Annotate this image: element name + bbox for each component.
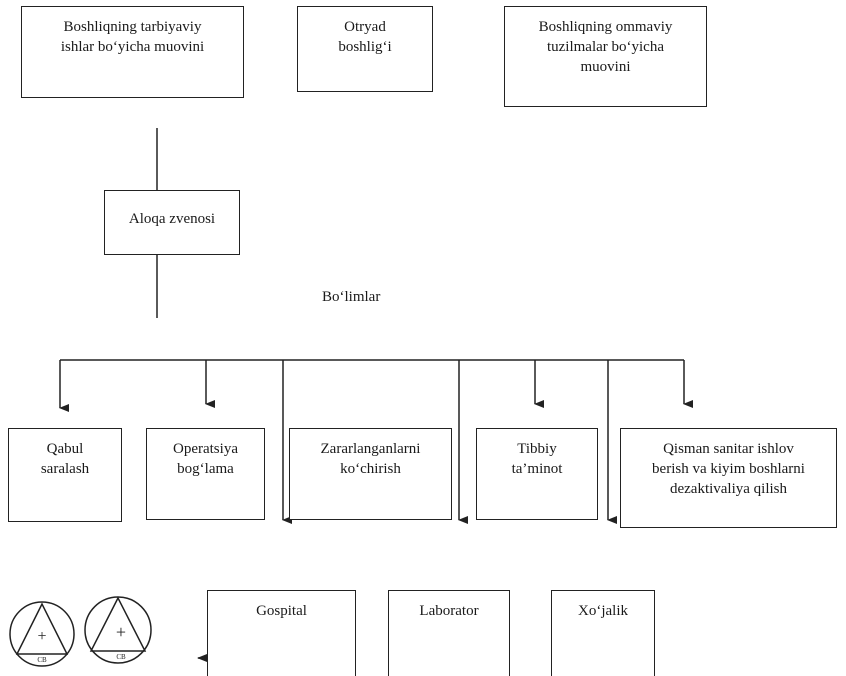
box-deputy-public-label: Boshliqning ommaviy tuzilmalar bo‘yicha … (538, 19, 673, 75)
box-operation-dressing: Operatsiya bog‘lama (146, 428, 265, 520)
emblem-2-caption: CB (116, 653, 126, 661)
box-household-label: Xo‘jalik (578, 603, 628, 619)
box-deputy-public: Boshliqning ommaviy tuzilmalar bo‘yicha … (504, 6, 707, 107)
box-deputy-education: Boshliqning tarbiyaviy ishlar bo‘yicha m… (21, 6, 244, 98)
emblem-1-caption: CB (37, 656, 47, 664)
box-medical-supply: Tibbiy ta’minot (476, 428, 598, 520)
box-sanitation: Qisman sanitar ishlov berish va kiyim bo… (620, 428, 837, 528)
box-hospital: Gospital (207, 590, 356, 676)
box-operation-dressing-label: Operatsiya bog‘lama (173, 441, 238, 477)
box-household: Xo‘jalik (551, 590, 655, 676)
box-medical-supply-label: Tibbiy ta’minot (511, 441, 563, 477)
box-laboratory: Laborator (388, 590, 510, 676)
box-squad-chief: Otryad boshlig‘i (297, 6, 433, 92)
departments-label: Bo‘limlar (322, 289, 381, 305)
box-evacuation: Zararlanganlarni ko‘chirish (289, 428, 452, 520)
box-deputy-education-label: Boshliqning tarbiyaviy ishlar bo‘yicha m… (60, 19, 205, 55)
emblem-2-plus: + (116, 622, 126, 642)
box-squad-chief-label: Otryad boshlig‘i (338, 19, 392, 55)
emblem-2 (84, 596, 152, 664)
emblem-1-plus: + (37, 628, 46, 645)
box-sanitation-label: Qisman sanitar ishlov berish va kiyim bo… (652, 441, 805, 497)
emblem-1 (9, 601, 75, 667)
box-communication-unit: Aloqa zvenosi (104, 190, 240, 255)
box-laboratory-label: Laborator (419, 603, 479, 619)
box-hospital-label: Gospital (256, 603, 307, 619)
box-reception-sorting-label: Qabul saralash (40, 441, 90, 477)
box-evacuation-label: Zararlanganlarni ko‘chirish (320, 441, 421, 477)
box-communication-unit-label: Aloqa zvenosi (128, 211, 216, 227)
box-reception-sorting: Qabul saralash (8, 428, 122, 522)
